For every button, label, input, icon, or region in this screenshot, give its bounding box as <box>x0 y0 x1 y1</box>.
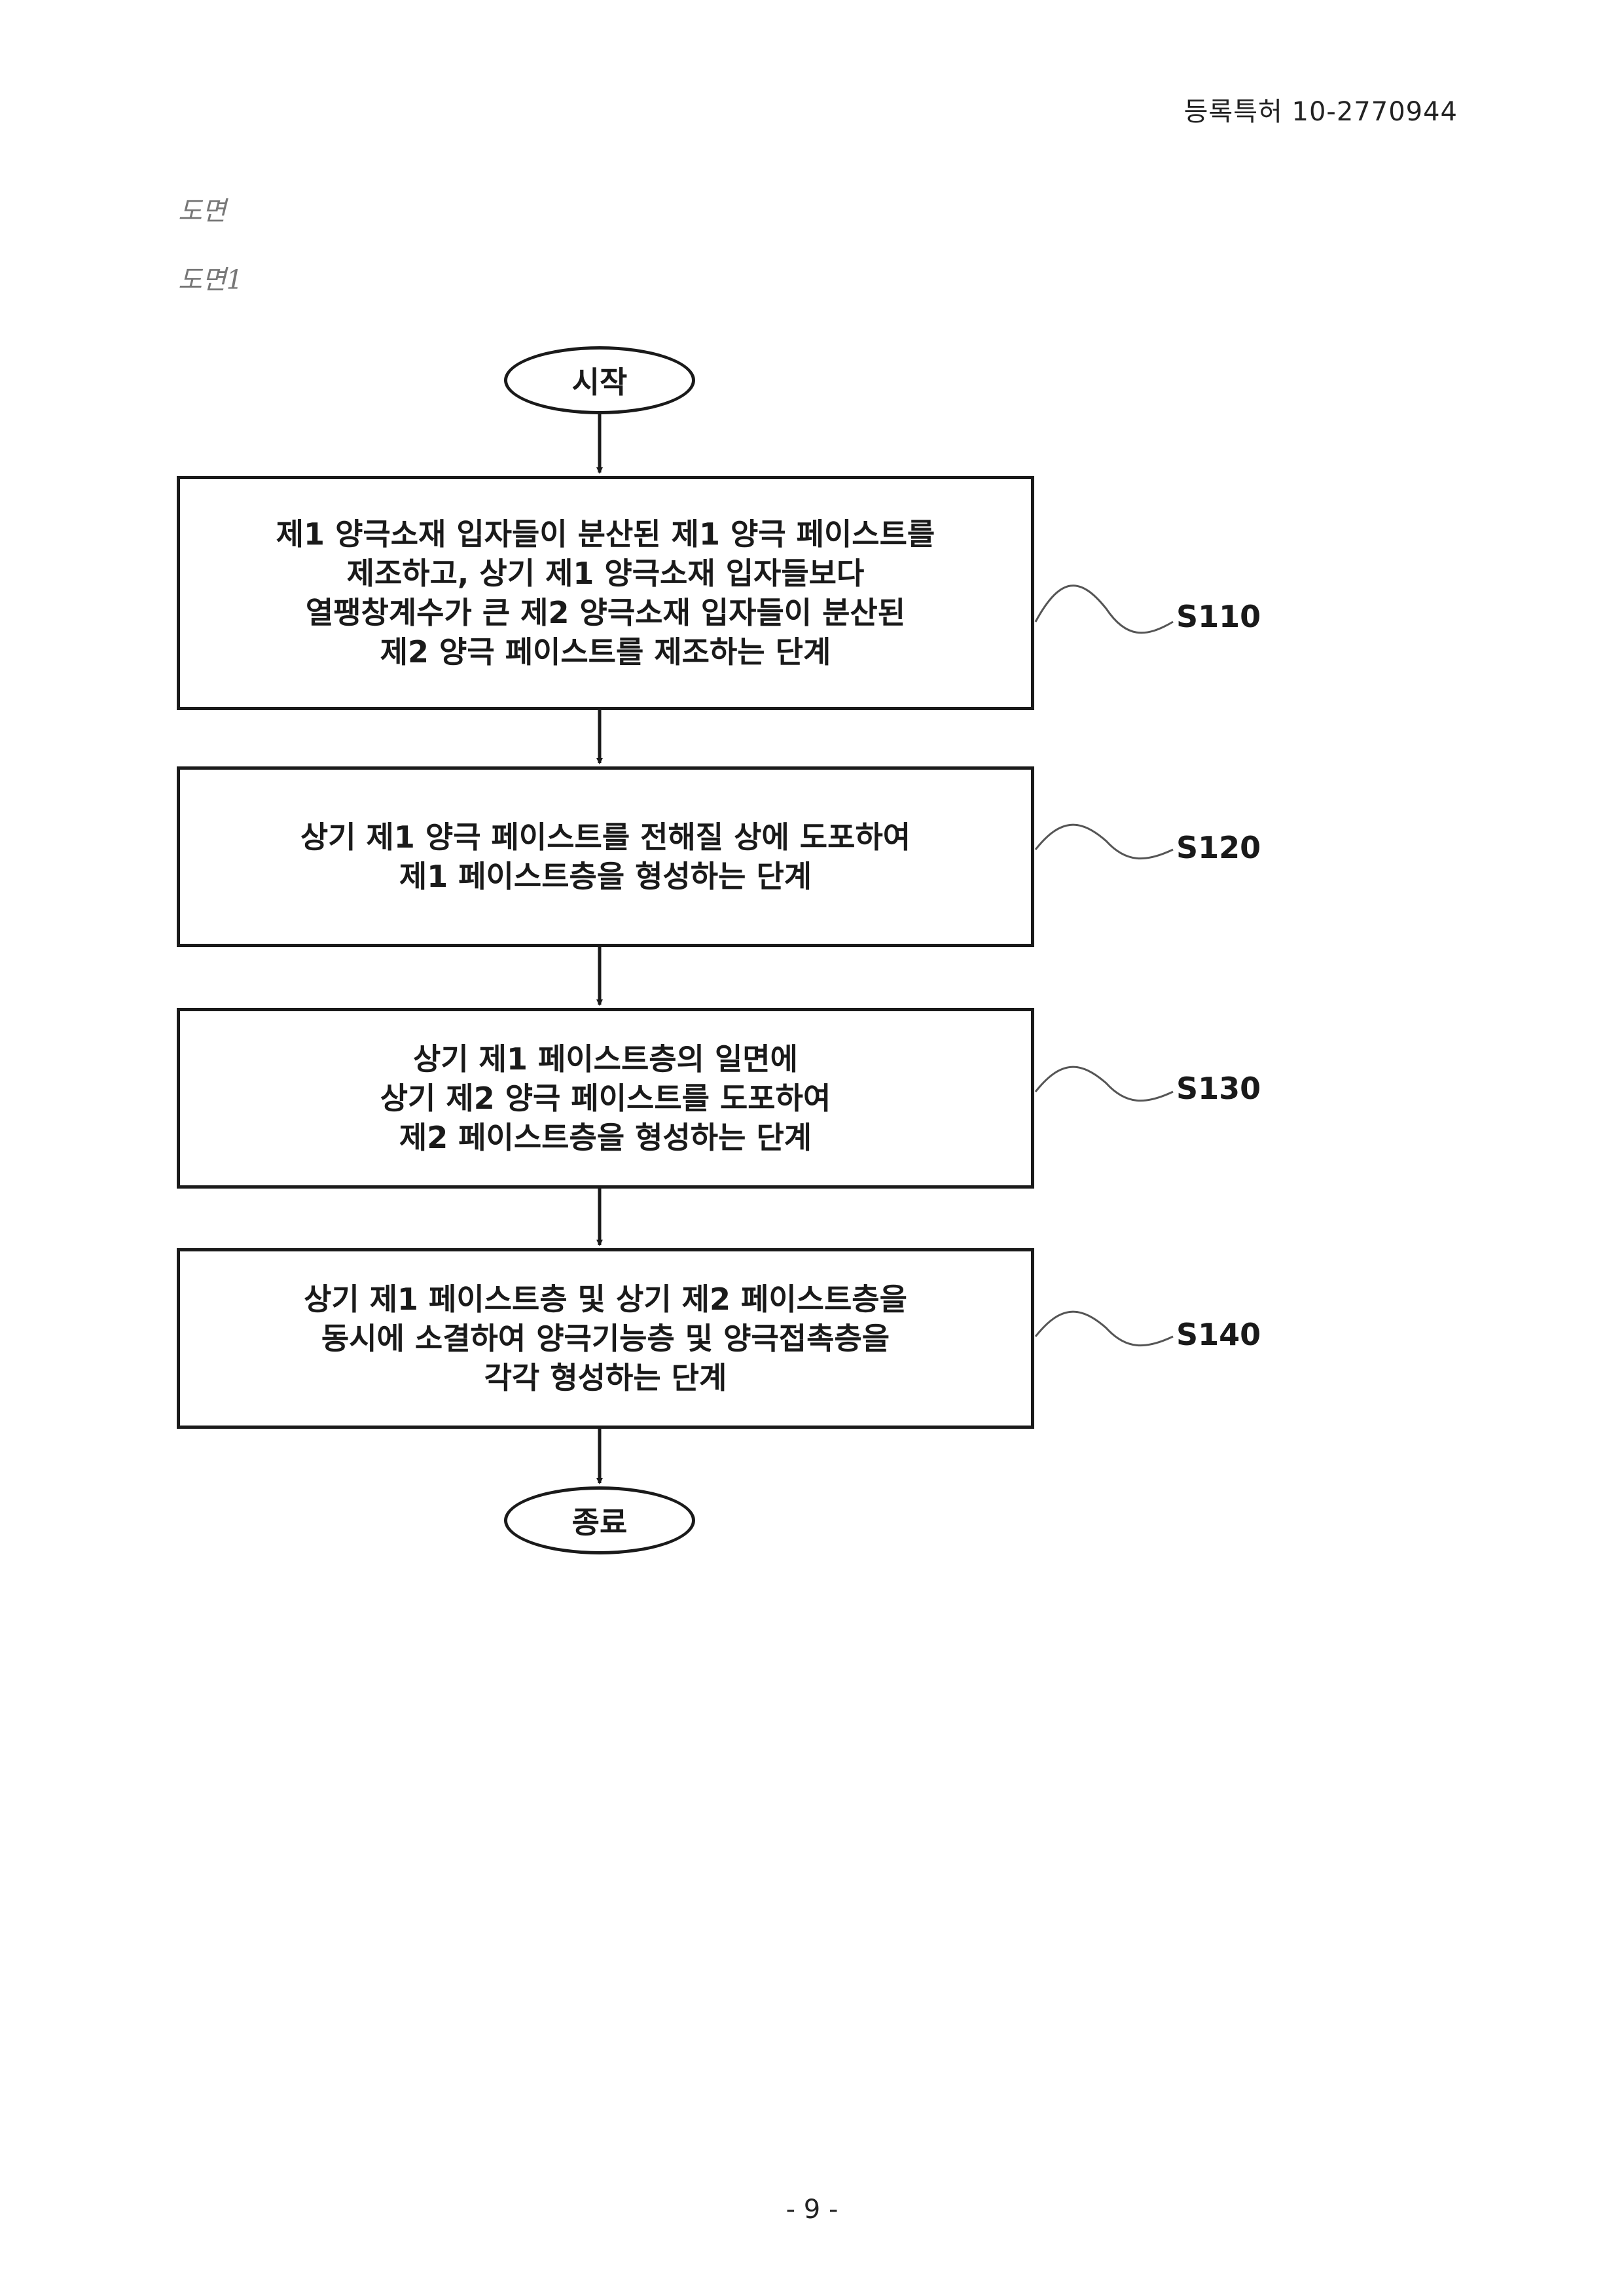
patent-number: 등록특허 10-2770944 <box>1184 90 1458 128</box>
step-text-s140: 상기 제1 페이스트층 및 상기 제2 페이스트층을 동시에 소결하여 양극기능… <box>304 1280 907 1397</box>
step-text-s130: 상기 제1 페이스트층의 일면에 상기 제2 양극 페이스트를 도포하여 제2 … <box>380 1039 831 1157</box>
step-box-s110: 제1 양극소재 입자들이 분산된 제1 양극 페이스트를 제조하고, 상기 제1… <box>177 476 1034 710</box>
start-label: 시작 <box>572 359 628 402</box>
step-box-s140: 상기 제1 페이스트층 및 상기 제2 페이스트층을 동시에 소결하여 양극기능… <box>177 1248 1034 1429</box>
page-number: - 9 - <box>0 2195 1624 2225</box>
start-terminal: 시작 <box>504 346 695 414</box>
leader-s130 <box>1036 1067 1173 1100</box>
end-terminal: 종료 <box>504 1486 695 1554</box>
drawings-heading: 도면 <box>178 190 226 228</box>
figure-heading: 도면1 <box>178 259 243 296</box>
step-label-s140: S140 <box>1176 1317 1261 1352</box>
step-label-s130: S130 <box>1176 1071 1261 1106</box>
step-box-s130: 상기 제1 페이스트층의 일면에 상기 제2 양극 페이스트를 도포하여 제2 … <box>177 1008 1034 1189</box>
leader-s110 <box>1036 586 1173 633</box>
step-label-s120: S120 <box>1176 830 1261 865</box>
end-label: 종료 <box>572 1499 628 1542</box>
leader-s140 <box>1036 1312 1173 1345</box>
leader-s120 <box>1036 825 1173 858</box>
step-text-s120: 상기 제1 양극 페이스트를 전해질 상에 도포하여 제1 페이스트층을 형성하… <box>300 817 911 896</box>
step-text-s110: 제1 양극소재 입자들이 분산된 제1 양극 페이스트를 제조하고, 상기 제1… <box>276 514 935 672</box>
step-label-s110: S110 <box>1176 599 1261 634</box>
step-box-s120: 상기 제1 양극 페이스트를 전해질 상에 도포하여 제1 페이스트층을 형성하… <box>177 766 1034 947</box>
